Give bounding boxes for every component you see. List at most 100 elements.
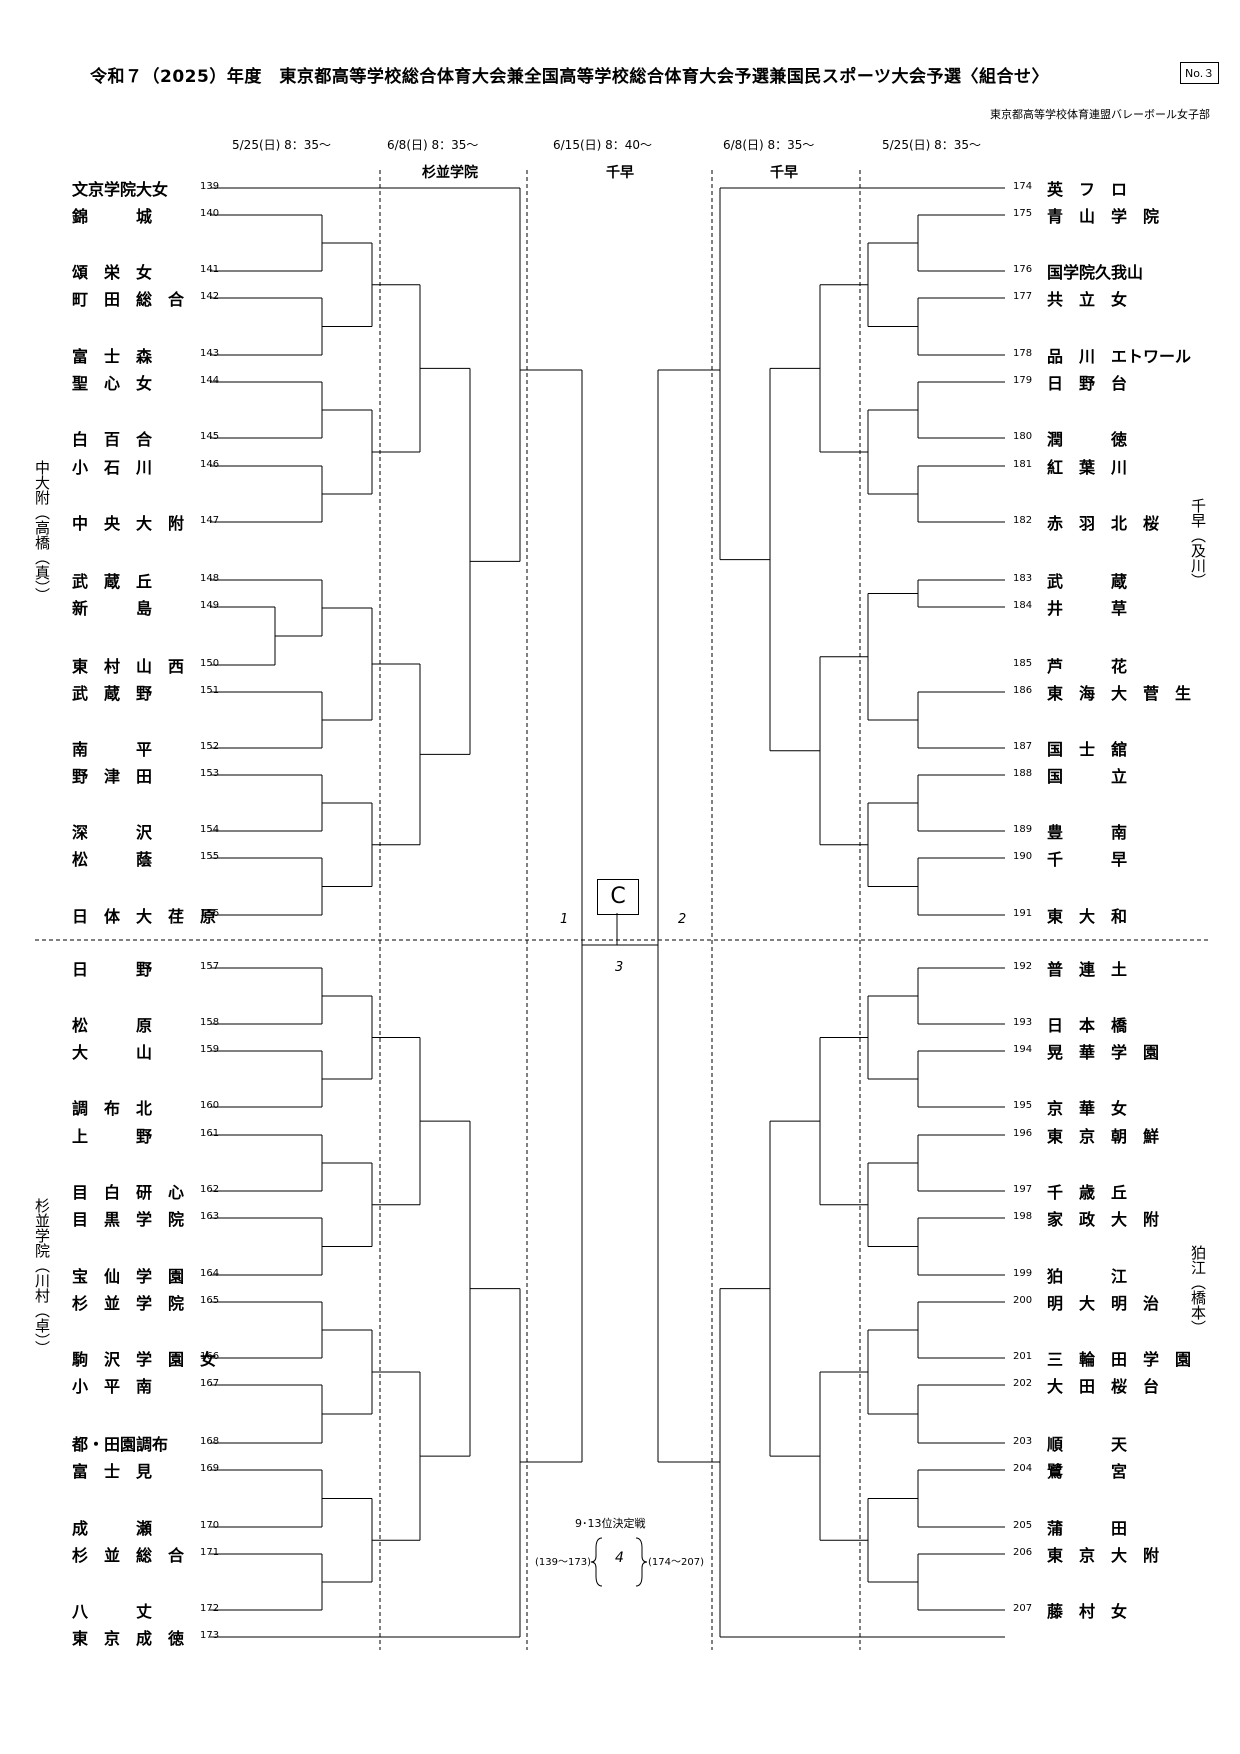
right-team-name: 東 大 和 xyxy=(1047,907,1128,926)
left-team-name: 松 蔭 xyxy=(72,850,153,869)
right-team-number: 191 xyxy=(1013,908,1033,919)
right-team-number: 205 xyxy=(1013,1520,1033,1531)
right-team-number: 186 xyxy=(1013,685,1033,696)
right-team-number: 196 xyxy=(1013,1128,1033,1139)
left-team-name: 杉 並 総 合 xyxy=(72,1546,185,1565)
left-team-name: 中 央 大 附 xyxy=(72,514,185,533)
left-team-name: 日 野 xyxy=(72,960,153,979)
left-team-number: 147 xyxy=(200,515,220,526)
date-round1-right: 5/25(日) 8：35～ xyxy=(882,138,982,152)
left-team-name: 大 山 xyxy=(72,1043,153,1062)
right-team-number: 177 xyxy=(1013,291,1033,302)
left-team-name: 野 津 田 xyxy=(72,767,153,786)
left-team-number: 152 xyxy=(200,741,220,752)
right-team-name: 家 政 大 附 xyxy=(1047,1210,1160,1229)
left-team-number: 162 xyxy=(200,1184,220,1195)
left-team-number: 149 xyxy=(200,600,220,611)
right-team-number: 181 xyxy=(1013,459,1033,470)
left-team-number: 143 xyxy=(200,348,220,359)
right-team-name: 明 大 明 治 xyxy=(1047,1294,1160,1313)
left-team-number: 156 xyxy=(200,908,220,919)
left-team-name: 町 田 総 合 xyxy=(72,290,185,309)
date-round2-left: 6/8(日) 8：35～ xyxy=(387,138,479,152)
final-right-number: 2 xyxy=(678,912,687,927)
right-team-number: 194 xyxy=(1013,1044,1033,1055)
right-team-name: 鷺 宮 xyxy=(1047,1462,1128,1481)
left-team-number: 148 xyxy=(200,573,220,584)
right-team-name: 紅 葉 川 xyxy=(1047,458,1128,477)
right-team-name: 潤 徳 xyxy=(1047,430,1128,449)
right-team-name: 晃 華 学 園 xyxy=(1047,1043,1160,1062)
right-team-number: 207 xyxy=(1013,1603,1033,1614)
right-team-name: 狛 江 xyxy=(1047,1267,1128,1286)
left-team-number: 145 xyxy=(200,431,220,442)
date-final: 6/15(日) 8：40～ xyxy=(553,138,653,152)
right-team-number: 192 xyxy=(1013,961,1033,972)
left-team-number: 171 xyxy=(200,1547,220,1558)
left-team-number: 142 xyxy=(200,291,220,302)
left-team-number: 144 xyxy=(200,375,220,386)
left-team-name: 目 白 研 心 xyxy=(72,1183,185,1202)
final-left-number: 1 xyxy=(560,912,569,927)
right-team-name: 三 輪 田 学 園 xyxy=(1047,1350,1192,1369)
right-team-number: 204 xyxy=(1013,1463,1033,1474)
left-team-name: 武 蔵 丘 xyxy=(72,572,153,591)
right-team-name: 青 山 学 院 xyxy=(1047,207,1160,226)
left-team-number: 172 xyxy=(200,1603,220,1614)
left-team-number: 139 xyxy=(200,181,220,192)
placement-title: 9･13位決定戦 xyxy=(575,1517,646,1530)
right-team-number: 193 xyxy=(1013,1017,1033,1028)
left-team-name: 富 士 見 xyxy=(72,1462,153,1481)
right-team-name: 蒲 田 xyxy=(1047,1519,1128,1538)
left-team-name: 新 島 xyxy=(72,599,153,618)
left-team-name: 東 京 成 徳 xyxy=(72,1629,185,1648)
right-team-number: 174 xyxy=(1013,181,1033,192)
placement-match-number: 4 xyxy=(615,1550,624,1566)
left-team-number: 160 xyxy=(200,1100,220,1111)
placement-right-range: (174～207) xyxy=(648,1557,704,1568)
left-team-name: 武 蔵 野 xyxy=(72,684,153,703)
left-team-number: 159 xyxy=(200,1044,220,1055)
left-team-name: 日 体 大 荏 原 xyxy=(72,907,217,926)
side-label-left-top: 中大附（高橋（真）） xyxy=(33,460,51,603)
left-team-name: 文京学院大女 xyxy=(72,180,169,199)
left-team-number: 170 xyxy=(200,1520,220,1531)
left-team-number: 166 xyxy=(200,1351,220,1362)
right-team-name: 国 士 舘 xyxy=(1047,740,1128,759)
left-team-number: 168 xyxy=(200,1436,220,1447)
left-team-name: 錦 城 xyxy=(72,207,153,226)
right-team-name: 芦 花 xyxy=(1047,657,1128,676)
left-team-number: 161 xyxy=(200,1128,220,1139)
left-team-number: 164 xyxy=(200,1268,220,1279)
right-team-name: 東 海 大 菅 生 xyxy=(1047,684,1192,703)
left-team-name: 上 野 xyxy=(72,1127,153,1146)
right-team-number: 202 xyxy=(1013,1378,1033,1389)
right-team-name: 日 本 橋 xyxy=(1047,1016,1128,1035)
left-team-name: 聖 心 女 xyxy=(72,374,153,393)
right-team-number: 206 xyxy=(1013,1547,1033,1558)
left-team-number: 150 xyxy=(200,658,220,669)
right-team-number: 176 xyxy=(1013,264,1033,275)
left-team-name: 頌 栄 女 xyxy=(72,263,153,282)
right-team-number: 200 xyxy=(1013,1295,1033,1306)
page-number: No.３ xyxy=(1180,62,1220,84)
right-team-number: 178 xyxy=(1013,348,1033,359)
right-team-name: 東 京 朝 鮮 xyxy=(1047,1127,1160,1146)
left-team-number: 163 xyxy=(200,1211,220,1222)
right-team-name: 京 華 女 xyxy=(1047,1099,1128,1118)
right-team-name: 千 早 xyxy=(1047,850,1128,869)
right-team-number: 190 xyxy=(1013,851,1033,862)
left-team-name: 深 沢 xyxy=(72,823,153,842)
left-team-name: 白 百 合 xyxy=(72,430,153,449)
right-team-number: 203 xyxy=(1013,1436,1033,1447)
left-team-number: 157 xyxy=(200,961,220,972)
right-team-name: 武 蔵 xyxy=(1047,572,1128,591)
venue-left: 杉並学院 xyxy=(422,165,478,181)
date-round1-left: 5/25(日) 8：35～ xyxy=(232,138,332,152)
left-team-name: 松 原 xyxy=(72,1016,153,1035)
right-team-name: 赤 羽 北 桜 xyxy=(1047,514,1160,533)
date-round2-right: 6/8(日) 8：35～ xyxy=(723,138,815,152)
right-team-number: 180 xyxy=(1013,431,1033,442)
right-team-number: 175 xyxy=(1013,208,1033,219)
